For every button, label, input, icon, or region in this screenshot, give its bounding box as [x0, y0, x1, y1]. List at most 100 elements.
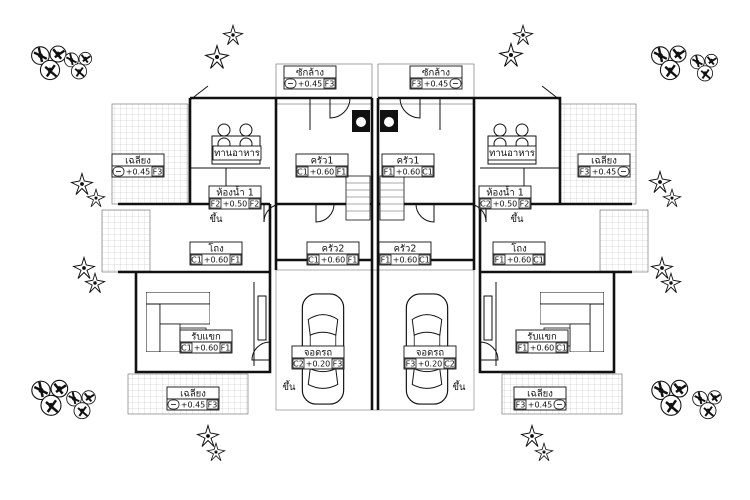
- floor-level: +0.60: [194, 344, 219, 353]
- room-name: จอดรถ: [416, 348, 445, 359]
- room-name: ครัว1: [311, 156, 334, 167]
- shrub-icon: [205, 45, 229, 69]
- shrub-icon: [222, 24, 244, 46]
- room-name: เฉลียง: [125, 155, 151, 167]
- floor-level: +0.50: [223, 200, 248, 209]
- tv-cabinet: [483, 295, 493, 341]
- tree-icon: [650, 44, 688, 81]
- room-tag-stair-r: โถง F1 C1+0.60: [492, 241, 546, 266]
- room-name: เฉลียง: [180, 388, 206, 400]
- room-code-right: C1: [533, 255, 544, 264]
- room-tag-dining-r: ทานอาหาร: [487, 145, 537, 161]
- shrub-icon: [512, 24, 534, 46]
- room-code-left: F1: [384, 167, 394, 176]
- floor-level: +0.60: [393, 256, 418, 265]
- room-code-left: F2: [211, 199, 221, 208]
- note-up-stair-r: ขึ้น: [511, 212, 524, 225]
- room-code-right: C1: [556, 343, 567, 352]
- shrub-icon: [660, 272, 682, 294]
- room-name: รับแขก: [527, 332, 557, 343]
- room-code-left: F3: [516, 400, 526, 409]
- floor-level: +0.20: [306, 360, 331, 369]
- floor-level: +0.60: [530, 344, 555, 353]
- shrub-icon: [499, 43, 523, 67]
- note-up-garage-r: ขึ้น: [453, 380, 466, 393]
- tree-icon: [650, 379, 689, 417]
- floor-level: +0.60: [204, 256, 229, 265]
- room-code-right: C1: [422, 167, 433, 176]
- room-code-left: F3: [406, 359, 416, 368]
- shrub-icon: [651, 257, 673, 279]
- paving: [101, 63, 649, 415]
- room-code-right: F3: [208, 400, 218, 409]
- shrub-icon: [86, 188, 106, 208]
- room-code-left: C1: [191, 255, 202, 264]
- note-up-stair-l: ขึ้น: [210, 212, 223, 225]
- shrub-icon: [649, 171, 671, 193]
- room-name: รับแขก: [191, 332, 221, 343]
- room-code-right: F3: [333, 359, 343, 368]
- stair-right: [379, 175, 405, 221]
- room-code-left: C1: [297, 167, 308, 176]
- room-name: ห้องน้ำ 1: [486, 186, 524, 199]
- room-code-right: F1: [337, 167, 347, 176]
- shrub-icon: [73, 257, 95, 279]
- floor-level: +0.45: [126, 168, 151, 177]
- room-code-left: C2: [480, 199, 491, 208]
- tree-icon: [65, 389, 97, 420]
- room-code-right: F2: [520, 199, 530, 208]
- tree-icon: [689, 53, 719, 82]
- floor-level: +0.50: [493, 200, 518, 209]
- room-code-left: F1: [495, 255, 505, 264]
- tv-cabinet: [257, 295, 267, 341]
- shrub-icon: [71, 173, 93, 195]
- room-code-left: F1: [381, 255, 391, 264]
- floor-level: +0.45: [181, 401, 206, 410]
- room-name: จอดรถ: [304, 348, 333, 359]
- floor-level: +0.45: [528, 401, 553, 410]
- floor-level: +0.60: [507, 256, 532, 265]
- room-name: โถง: [208, 243, 224, 255]
- floor-level: +0.45: [298, 80, 323, 89]
- stair-left: [345, 175, 371, 221]
- room-name: ครัว2: [322, 244, 345, 255]
- room-code-right: F3: [153, 167, 163, 176]
- room-name: เฉลียง: [527, 388, 553, 400]
- room-code-left: C2: [293, 359, 304, 368]
- tree-icon: [691, 389, 723, 420]
- room-code-right: F2: [250, 199, 260, 208]
- room-code-right: F1: [221, 343, 231, 352]
- floor-level: +0.60: [396, 168, 421, 177]
- room-name: โถง: [511, 243, 527, 255]
- room-code-left: F3: [580, 167, 590, 176]
- room-name: ซักล้าง: [296, 68, 324, 79]
- floor-level: +0.45: [592, 168, 617, 177]
- floor-level: +0.60: [310, 168, 335, 177]
- room-tag-bath-r: ห้องน้ำ 1C2 F2+0.50: [478, 186, 532, 210]
- room-code-left: F3: [412, 79, 422, 88]
- room-name: ทานอาหาร: [214, 148, 260, 159]
- shrub-icon: [197, 425, 219, 447]
- tree-icon: [30, 44, 68, 81]
- shrub-icon: [521, 425, 543, 447]
- room-code-right: C2: [444, 359, 455, 368]
- floor-level: +0.60: [321, 256, 346, 265]
- floor-level: +0.20: [418, 360, 443, 369]
- room-tag-dining-l: ทานอาหาร: [212, 145, 262, 161]
- room-name: เฉลียง: [591, 155, 617, 167]
- room-name: ครัว2: [394, 244, 417, 255]
